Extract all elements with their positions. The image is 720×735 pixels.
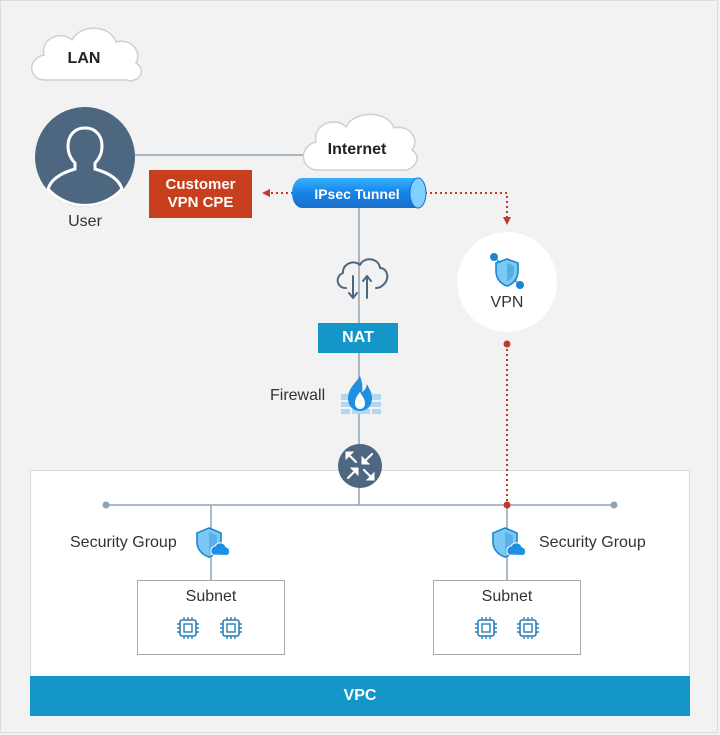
- vpn-arrowhead: [503, 217, 511, 225]
- vpn-label: VPN: [490, 294, 524, 311]
- ipsec-tunnel: [292, 177, 427, 209]
- security-group-right-label: Security Group: [539, 534, 646, 551]
- security-group-left-label: Security Group: [70, 534, 177, 551]
- vpn-dot-bus: [503, 501, 511, 509]
- router-arrows-icon: [338, 444, 382, 488]
- user-label: User: [68, 213, 102, 230]
- internet-cloud: [302, 113, 418, 171]
- bus-endpoint-right: [610, 501, 618, 509]
- internet-label: Internet: [327, 141, 387, 158]
- vpn-dot-top: [503, 340, 511, 348]
- subnet-left-box: [137, 580, 285, 655]
- firewall-label: Firewall: [270, 387, 326, 404]
- user-avatar-icon: [35, 107, 135, 207]
- customer-cpe-line1: Customer: [165, 176, 236, 193]
- vpc-band: VPC: [30, 676, 690, 716]
- customer-cpe-line2: VPN CPE: [167, 194, 234, 211]
- tunnel-to-vpn-dotted: [425, 192, 508, 218]
- bus-endpoint-left: [102, 501, 110, 509]
- lan-cloud: [31, 27, 143, 82]
- cloud-sync-icon: [336, 258, 389, 299]
- lan-label: LAN: [67, 50, 101, 67]
- ipsec-tunnel-label: IPsec Tunnel: [314, 186, 400, 202]
- nat-box: NAT: [318, 323, 398, 353]
- subnet-right-label: Subnet: [481, 588, 533, 605]
- vpn-shield-icon: [490, 253, 524, 289]
- subnet-left-label: Subnet: [185, 588, 237, 605]
- subnet-right-box: [433, 580, 581, 655]
- customer-vpn-cpe-box: Customer VPN CPE: [149, 170, 252, 218]
- cpe-arrowhead: [262, 189, 270, 197]
- firewall-flame-icon: [341, 376, 381, 414]
